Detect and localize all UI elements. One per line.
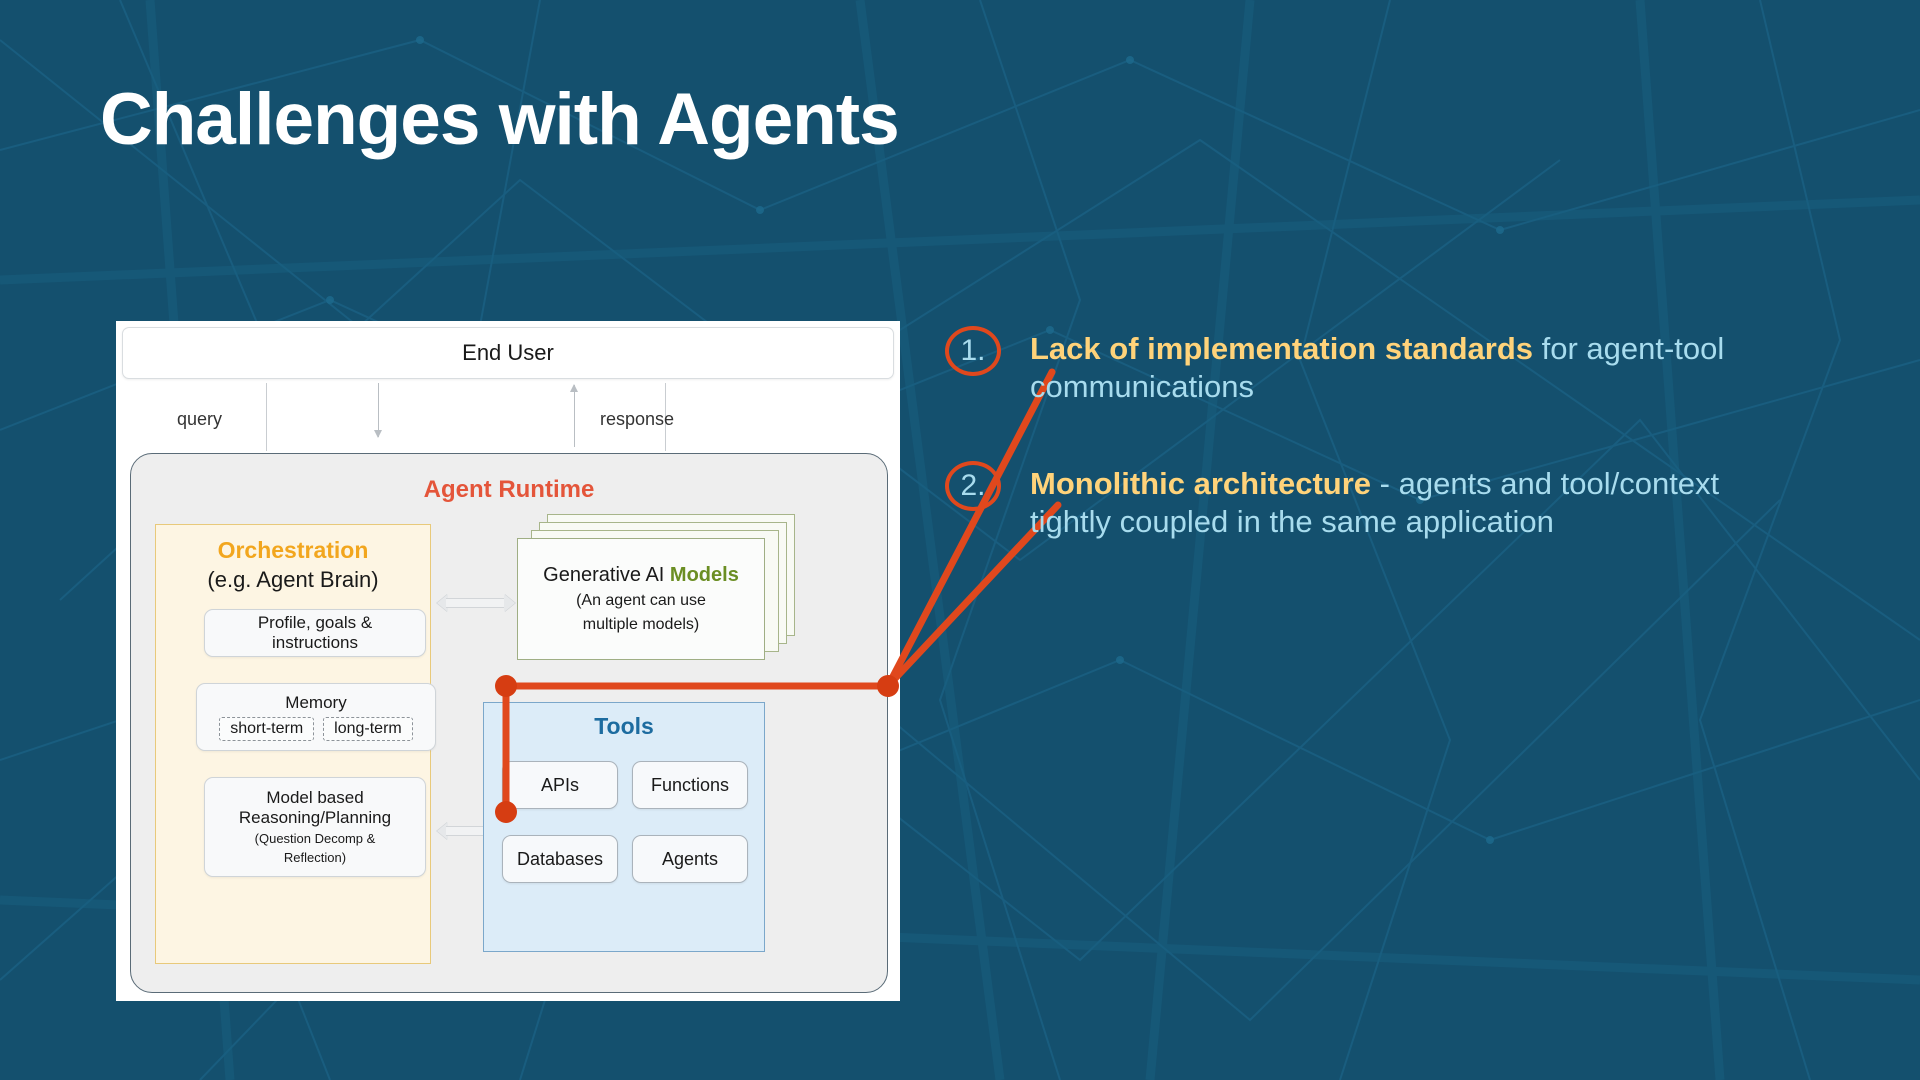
orchestration-models-arrow-icon [437,594,515,612]
bullet-strong-1: Lack of implementation standards [1030,331,1533,366]
tool-box-agents: Agents [632,835,748,883]
profile-line-2: instructions [272,633,358,652]
bullet-number-badge-1: 1. [945,326,1001,376]
query-label: query [177,409,223,429]
end-user-label: End User [462,340,554,365]
reasoning-planning-box: Model based Reasoning/Planning (Question… [204,777,426,877]
reasoning-line-1: Model based [266,788,364,808]
memory-long-term-chip: long-term [323,717,413,741]
query-arrow-down-icon [374,383,382,438]
models-line-1-highlight: Models [669,563,739,586]
tools-title: Tools [594,713,654,739]
response-label: response [600,409,675,429]
tool-box-apis: APIs [502,761,618,809]
profile-goals-box: Profile, goals & instructions [204,609,426,657]
reasoning-line-3a: (Question Decomp & [254,831,376,847]
bullet-number-badge-2: 2. [945,460,1001,511]
tool-box-functions: Functions [632,761,748,809]
list-item: 1. Lack of implementation standards for … [945,326,1770,407]
end-user-box: End User [122,327,894,379]
orchestration-panel: Orchestration (e.g. Agent Brain) Profile… [155,524,436,964]
bullet-rest-2: - agents and tool/context tightly couple… [1030,465,1720,540]
memory-box: Memory short-term long-term [196,683,436,751]
memory-title: Memory [285,693,347,712]
list-item: 2. Monolithic architecture - agents and … [945,460,1770,542]
query-divider-right [665,383,666,451]
agent-runtime-title: Agent Runtime [423,476,595,503]
bullet-strong-2: Monolithic architecture [1030,465,1372,501]
memory-short-term-chip: short-term [219,717,315,741]
reasoning-line-2: Reasoning/Planning [238,808,392,828]
page-title: Challenges with Agents [100,79,900,160]
circle-outline-icon [945,460,1001,511]
agent-runtime-panel: Agent Runtime Orchestration (e.g. Agent … [130,453,888,993]
bullet-text-2: Monolithic architecture - agents and too… [1030,465,1770,542]
reasoning-line-3b: Reflection) [283,850,347,865]
bullet-text-1: Lack of implementation standards for age… [1030,330,1770,407]
orchestration-title: Orchestration [217,537,369,563]
query-response-zone: query response [122,383,894,451]
query-divider-left [266,383,267,451]
generative-ai-models-box: Generative AI Models (An agent can use m… [517,538,765,660]
models-line-2b: multiple models) [582,615,700,633]
models-line-1-prefix: Generative AI [543,563,670,586]
profile-line-1: Profile, goals & [257,612,373,632]
challenges-list: 1. Lack of implementation standards for … [945,326,1770,588]
response-arrow-up-icon [570,384,578,447]
agent-architecture-diagram: End User query response Agent Runtime Or… [116,321,900,1001]
tool-box-databases: Databases [502,835,618,883]
orchestration-subtitle: (e.g. Agent Brain) [207,567,379,592]
tools-panel: Tools APIs Functions Databases Agents [483,702,765,952]
bullet-rest-1: for agent-tool communications [1030,331,1725,405]
circle-outline-icon [945,326,1001,376]
models-line-2a: (An agent can use [576,591,706,609]
